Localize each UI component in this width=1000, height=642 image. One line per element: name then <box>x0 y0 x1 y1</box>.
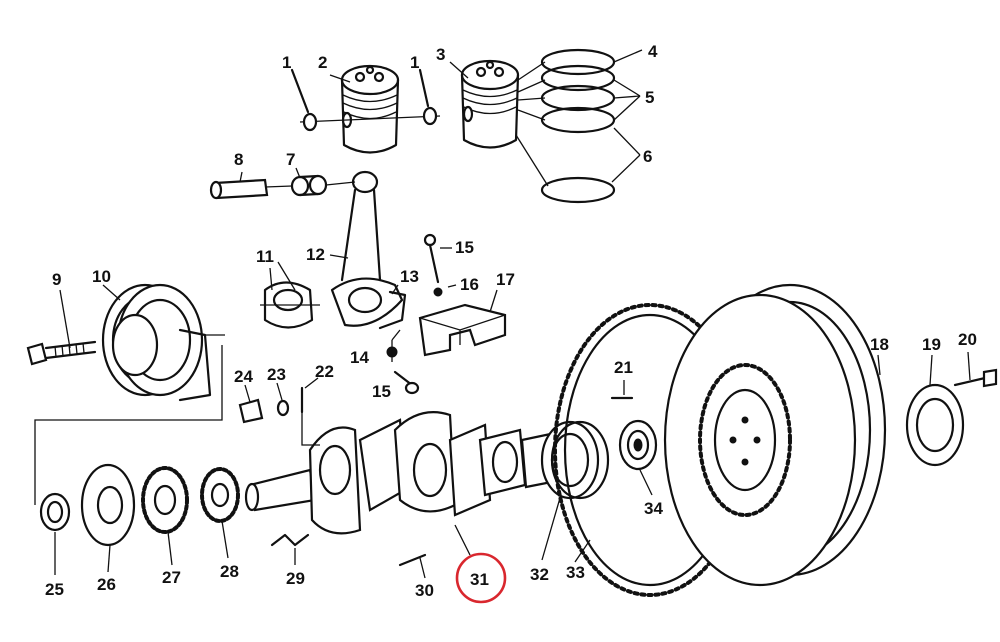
assembly-line-front <box>34 345 223 505</box>
label-part-7: 7 <box>286 150 295 169</box>
block-17 <box>418 303 507 357</box>
flywheel-18 <box>663 283 887 587</box>
plug-30 <box>398 553 427 567</box>
label-part-3: 3 <box>436 45 445 64</box>
label-part-32: 32 <box>530 565 549 584</box>
piston-3 <box>460 59 520 149</box>
label-part-8: 8 <box>234 150 243 169</box>
label-part-23: 23 <box>267 365 286 384</box>
label-part-9: 9 <box>52 270 61 289</box>
assembly-line-oil <box>301 412 320 446</box>
bearing-34 <box>618 419 658 471</box>
label-part-33: 33 <box>566 563 585 582</box>
bearing-shells-11 <box>260 281 320 329</box>
label-part-34: 34 <box>644 499 663 518</box>
label-part-1b: 1 <box>410 53 419 72</box>
label-part-1a: 1 <box>282 53 291 72</box>
label-part-15a: 15 <box>455 238 474 257</box>
keys-29 <box>270 533 310 547</box>
highlight-circle-part-31 <box>455 552 507 604</box>
pulley-10 <box>101 283 225 402</box>
plug-24 <box>238 398 264 424</box>
gear-28 <box>200 467 240 523</box>
label-part-4: 4 <box>648 42 658 61</box>
label-part-15b: 15 <box>372 382 391 401</box>
label-part-14: 14 <box>350 348 369 367</box>
label-part-22: 22 <box>315 362 334 381</box>
label-part-21: 21 <box>614 358 633 377</box>
thrust-washer-32 <box>540 420 610 500</box>
label-part-6: 6 <box>643 147 652 166</box>
bushing-7 <box>290 174 328 197</box>
nut-14 <box>386 329 401 362</box>
piston-pin-clip-1a <box>290 68 318 132</box>
label-part-12: 12 <box>306 245 325 264</box>
piston-pin-8 <box>209 178 269 200</box>
label-part-11: 11 <box>256 247 274 266</box>
label-part-16: 16 <box>460 275 479 294</box>
label-part-20: 20 <box>958 330 977 349</box>
label-part-30: 30 <box>415 581 434 600</box>
plate-19 <box>905 383 965 467</box>
connecting-rod-12 <box>330 170 404 327</box>
label-part-28: 28 <box>220 562 239 581</box>
part-labels: 1 2 1 3 4 5 6 7 8 9 10 11 12 13 14 15 15… <box>45 42 977 600</box>
rod-bolt-15b <box>393 370 420 395</box>
label-part-31: 31 <box>470 570 489 589</box>
label-part-17: 17 <box>496 270 515 289</box>
crankshaft <box>244 411 564 535</box>
rod-cap-13 <box>378 290 407 330</box>
bolt-9 <box>26 340 97 366</box>
label-part-13: 13 <box>400 267 419 286</box>
label-part-25: 25 <box>45 580 64 599</box>
washer-26 <box>80 463 136 547</box>
label-part-19: 19 <box>922 335 941 354</box>
piston-pin-clip-1b <box>418 68 438 126</box>
label-part-27: 27 <box>162 568 181 587</box>
leader-lines <box>54 61 971 579</box>
label-part-26: 26 <box>97 575 116 594</box>
label-part-5: 5 <box>645 88 654 107</box>
gear-27 <box>141 466 189 534</box>
label-part-29: 29 <box>286 569 305 588</box>
washer-23 <box>276 399 290 417</box>
label-part-18: 18 <box>870 335 889 354</box>
label-part-2: 2 <box>318 53 327 72</box>
seal-25 <box>39 492 71 532</box>
rod-bolt-15 <box>423 233 443 297</box>
piston-rings <box>515 48 643 204</box>
bolt-20 <box>953 368 998 388</box>
label-part-10: 10 <box>92 267 111 286</box>
piston-2 <box>299 64 441 154</box>
label-part-24: 24 <box>234 367 253 386</box>
